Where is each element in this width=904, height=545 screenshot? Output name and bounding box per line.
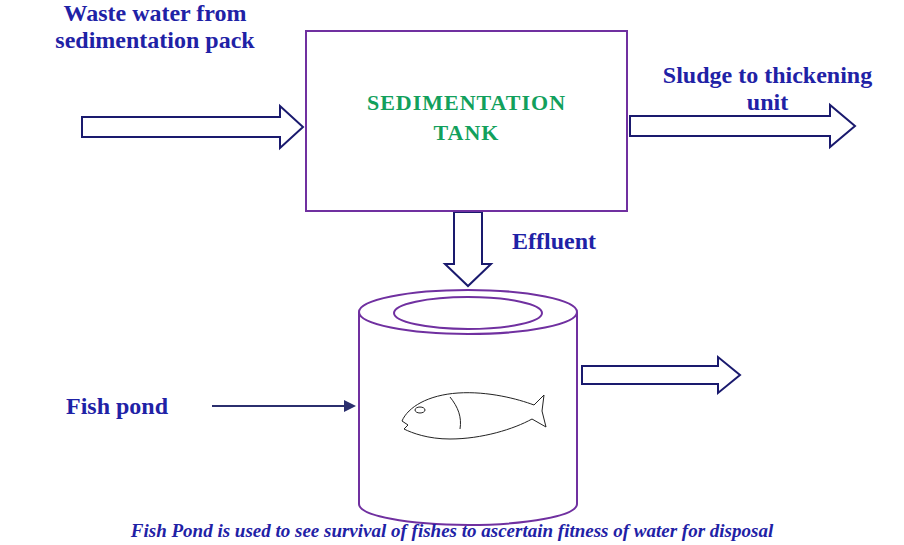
fish-gill xyxy=(450,397,461,429)
edge-label: Effluent xyxy=(512,228,596,255)
cylinder-rim xyxy=(394,297,542,329)
inflow-arrow xyxy=(82,106,303,148)
outflow-arrow xyxy=(582,357,740,393)
node-label: Fish pond xyxy=(66,393,168,420)
leader-arrowhead xyxy=(344,400,356,412)
effluent-arrow xyxy=(445,212,491,286)
process-box: SEDIMENTATION TANK xyxy=(305,30,628,212)
leader-line xyxy=(212,405,350,407)
flow-label: Sludge to thickening unit xyxy=(655,62,880,116)
fish-pond-cylinder: Fish pond xyxy=(358,289,578,527)
flow-label: Waste water from sedimentation pack xyxy=(0,0,310,54)
caption: Fish Pond is used to see survival of fis… xyxy=(0,520,904,542)
box-title: SEDIMENTATION TANK xyxy=(352,88,582,148)
fish-eye xyxy=(415,407,425,413)
sludge-arrow xyxy=(630,105,855,147)
fish-drawing xyxy=(402,393,546,439)
cylinder-outline xyxy=(358,289,578,527)
cylinder-body xyxy=(359,312,577,525)
cylinder-top xyxy=(359,290,577,334)
